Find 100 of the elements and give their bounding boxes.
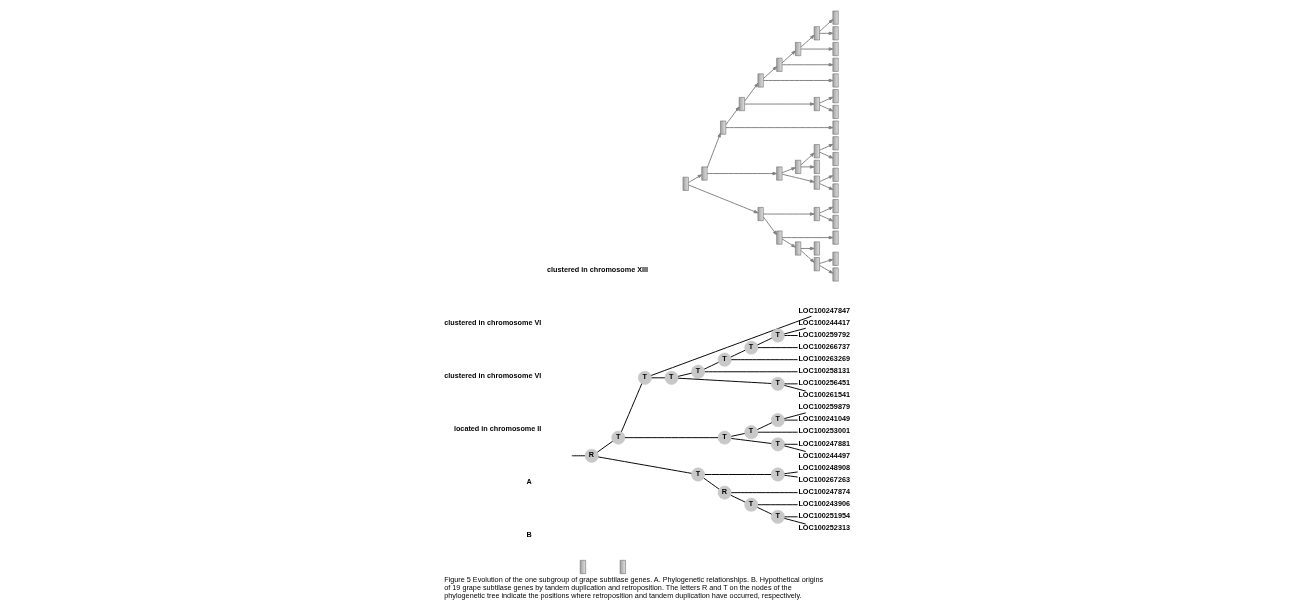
node-box [719,120,726,135]
connector [783,471,798,475]
arrow [762,78,833,83]
connector [597,456,692,474]
connector [620,383,642,433]
arrow [781,167,796,174]
node-box [832,214,839,229]
arrow [818,258,833,264]
connector [650,315,812,376]
node-box [832,136,839,151]
connector [783,474,798,478]
connector [783,327,806,335]
connector [596,440,613,453]
connector [730,359,798,361]
node-box [832,42,839,56]
node-box [832,89,839,104]
arrow [762,66,777,80]
connector [677,377,772,384]
node-box [794,159,801,174]
node-box [579,560,586,574]
node-box [832,183,839,198]
connector [729,494,746,503]
connector [623,437,718,439]
node-box [700,166,707,181]
arrow [818,104,833,112]
node-box [775,230,782,245]
arrow [724,106,740,126]
arrow [781,173,814,183]
connector [783,412,806,420]
connector [757,347,798,349]
node-box [757,73,764,88]
node-box [832,267,839,282]
connector [730,492,798,494]
connector [703,361,719,370]
arrow [818,183,833,190]
arrow [687,174,702,184]
arrow [781,50,796,64]
node-box [832,152,839,166]
connector [783,383,798,385]
arrow [781,235,833,240]
arrow [706,132,721,169]
arrow [762,216,777,236]
arrow [799,34,815,48]
arrow [818,175,833,183]
arrow [818,143,833,151]
node-box [619,560,626,574]
connector [783,517,806,525]
arrow [799,152,815,166]
node-box [813,144,820,159]
arrow [818,19,833,32]
connector [783,445,806,452]
node-box [738,97,745,111]
node-box [813,257,820,272]
arrow [818,264,833,274]
arrow [799,165,815,169]
node-box [813,175,820,190]
node-box [757,207,764,221]
connector [570,455,585,457]
node-box [832,26,839,41]
arrow [706,171,777,176]
arrow [818,96,833,104]
node-box [832,10,839,25]
arrow [743,102,814,106]
arrow [687,184,758,214]
arrow [743,82,758,102]
arrow [781,238,796,248]
arrow [818,151,833,159]
connector [702,477,719,490]
node-box [832,57,839,72]
node-box [813,26,820,41]
connector [730,433,745,437]
node-box [682,176,689,191]
connector [703,474,772,475]
node-box [775,166,782,181]
arrow [800,47,833,51]
connector [730,438,772,444]
node-box [813,97,820,111]
connector [783,516,798,518]
arrow [799,249,815,263]
connector [729,349,746,358]
arrow [762,212,815,216]
connector [757,504,798,506]
node-box [832,73,839,88]
connector [757,431,798,433]
connector [756,506,772,515]
connector [677,372,692,377]
connector [756,422,772,430]
arrow [724,125,833,130]
node-box [832,167,839,182]
arrow [799,246,815,251]
connector [783,384,806,392]
node-box [794,241,801,256]
node-box [775,57,782,72]
node-box [832,120,839,135]
node-box [832,230,839,245]
connector [650,377,665,379]
node-box [813,159,820,174]
arrow [818,31,833,36]
node-box [813,241,820,256]
node-box [832,199,839,214]
